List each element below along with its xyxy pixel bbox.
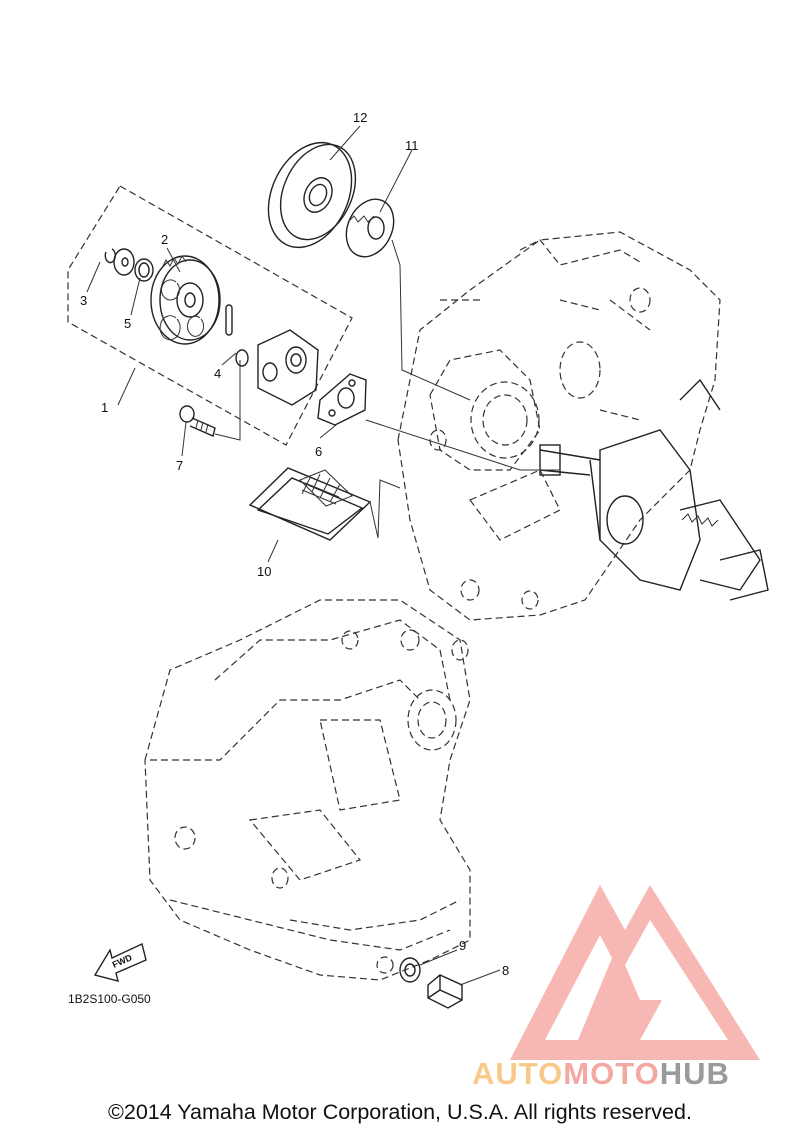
figure-code: 1B2S100-G050 bbox=[68, 992, 151, 1006]
callout-10: 10 bbox=[257, 564, 271, 579]
callout-8: 8 bbox=[502, 963, 509, 978]
callout-3: 3 bbox=[80, 293, 87, 308]
oil-passage-line bbox=[365, 419, 560, 471]
dowel-pin bbox=[225, 304, 249, 367]
right-crankcase bbox=[397, 231, 721, 621]
watermark-wordmark: AUTOMOTOHUB bbox=[472, 1056, 730, 1092]
seal-with-spring bbox=[345, 198, 395, 258]
strainer-leader bbox=[369, 479, 401, 539]
oil-pump-gear bbox=[150, 255, 221, 345]
callout-11: 11 bbox=[405, 138, 419, 153]
callout-4: 4 bbox=[214, 366, 221, 381]
left-crankcase bbox=[144, 599, 471, 981]
seal-leader bbox=[391, 239, 471, 401]
oil-pump-gasket bbox=[317, 373, 367, 426]
callout-2: 2 bbox=[161, 232, 168, 247]
drain-bolt bbox=[427, 974, 463, 1009]
crankshaft bbox=[539, 378, 769, 601]
screw-leader bbox=[214, 360, 241, 441]
callout-9: 9 bbox=[459, 938, 466, 953]
callout-labels: 1 2 3 4 5 6 7 8 9 10 11 12 bbox=[80, 110, 509, 978]
circlip bbox=[104, 248, 116, 264]
callout-6: 6 bbox=[315, 444, 322, 459]
forward-direction-arrow-icon: FWD bbox=[93, 943, 147, 982]
watermark-auto: AUTO bbox=[472, 1056, 564, 1091]
oil-seal bbox=[267, 141, 357, 249]
washer bbox=[113, 248, 154, 282]
copyright-notice: ©2014 Yamaha Motor Corporation, U.S.A. A… bbox=[108, 1100, 692, 1124]
callout-12: 12 bbox=[353, 110, 367, 125]
watermark-hub: HUB bbox=[659, 1056, 730, 1091]
oil-pump-assembly-outline bbox=[67, 185, 353, 446]
oil-strainer bbox=[248, 467, 372, 541]
callout-5: 5 bbox=[124, 316, 131, 331]
callout-1: 1 bbox=[101, 400, 108, 415]
callout-7: 7 bbox=[176, 458, 183, 473]
pan-head-screw bbox=[179, 405, 216, 437]
callout-leaders bbox=[86, 125, 501, 986]
drain-bolt-gasket bbox=[399, 957, 421, 983]
oil-pump-body bbox=[257, 329, 319, 406]
automotohub-logo-icon bbox=[510, 885, 760, 1060]
watermark-moto: MOTO bbox=[563, 1056, 660, 1091]
